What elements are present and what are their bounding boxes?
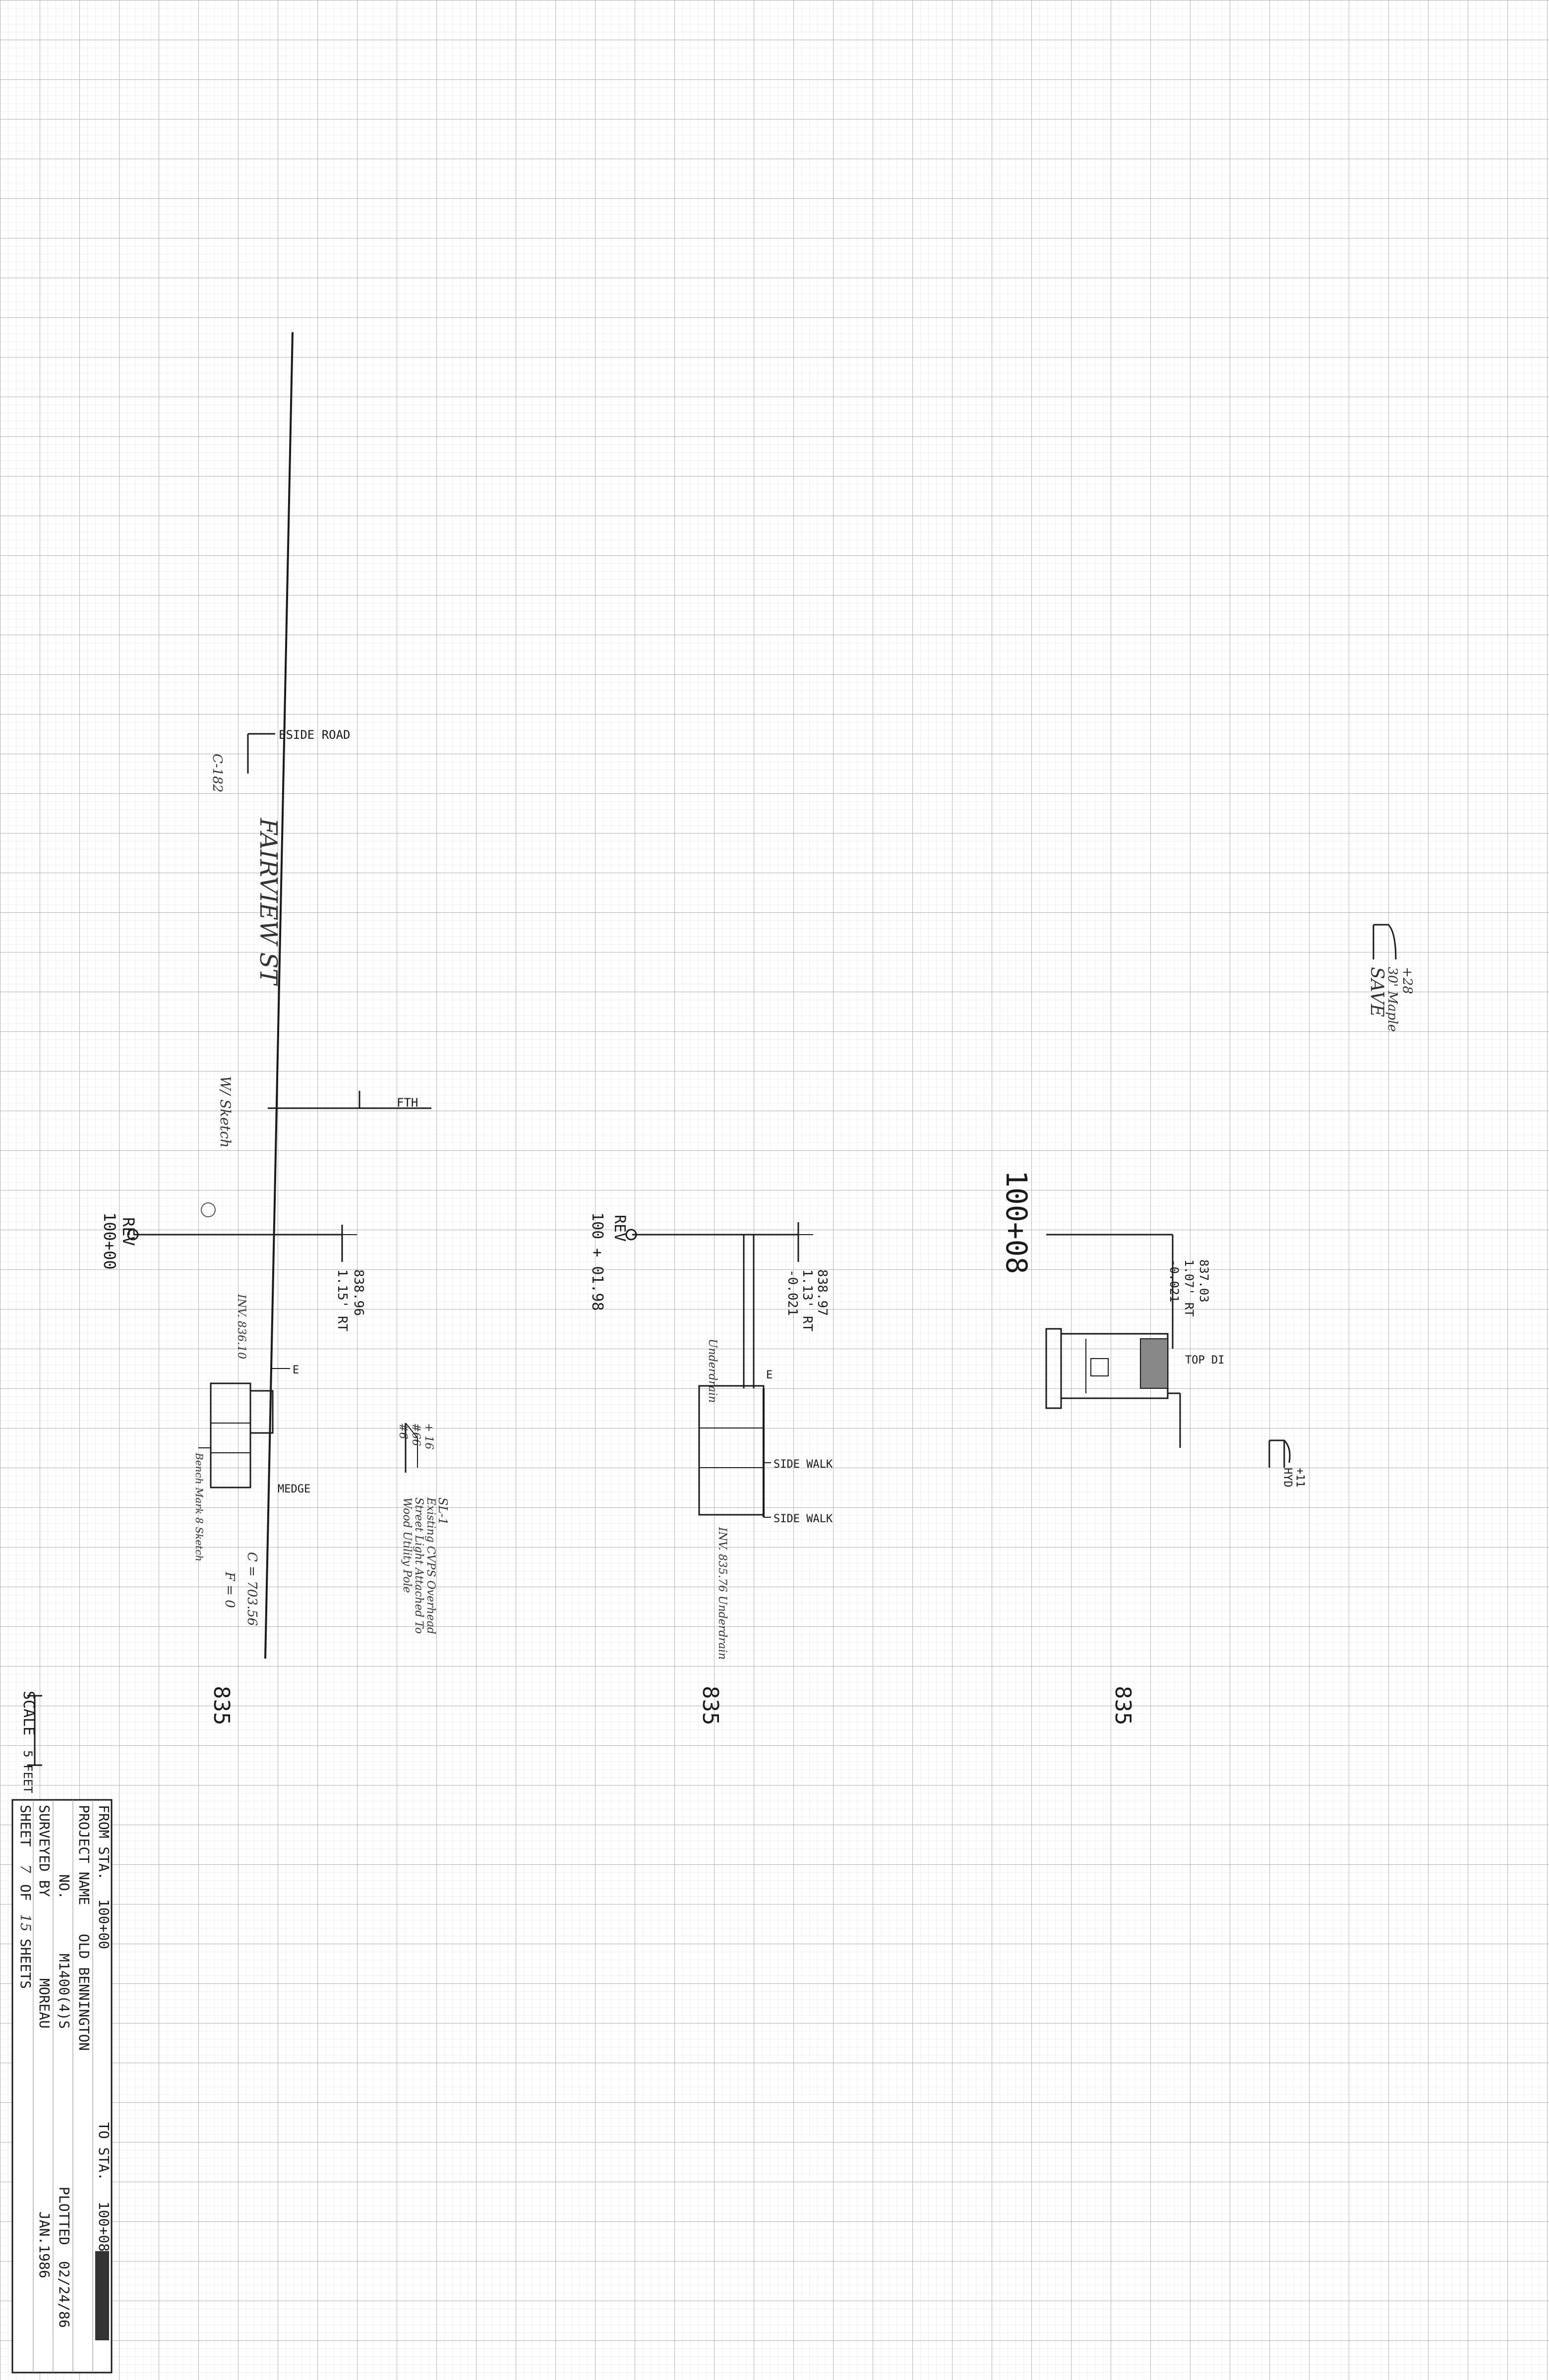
tb-date: JAN.1986 — [36, 2211, 53, 2278]
section-3-slope: -0.021 — [1167, 1259, 1181, 1303]
section-1-elevation: 838.96 — [351, 1269, 366, 1316]
tb-project-name-label: PROJECT NAME — [76, 1805, 92, 1905]
tree-note-3: SAVE — [1367, 967, 1387, 1017]
tb-to-val: 100+08 — [96, 2202, 112, 2252]
section-2-cl-mark — [625, 1229, 637, 1241]
section-2: REV 100 + 01.98 838.97 1.13' RT -0.021 E… — [589, 1212, 833, 1725]
section-1-contour: 835 — [209, 1686, 234, 1725]
sign-note-line-2: #66 — [410, 1423, 422, 1446]
section-3-hatch — [1140, 1338, 1168, 1389]
sign-note-line-1: + 16 — [422, 1423, 435, 1449]
section-1-hand-circle — [201, 1202, 216, 1217]
section-1-hand-note-6: F = 0 — [222, 1571, 237, 1608]
section-3-offset: 1.07' RT — [1182, 1259, 1196, 1317]
section-2-offset: 1.13' RT — [800, 1269, 815, 1332]
section-1-hand-note-3: INV. 836.10 — [235, 1294, 247, 1359]
section-3-inner-box — [1090, 1358, 1109, 1376]
section-3-top-label: TOP DI — [1185, 1354, 1224, 1367]
hydrant-note-2: HYD — [1281, 1468, 1294, 1488]
section-2-sidewalk-2: SIDE WALK — [774, 1513, 833, 1525]
section-1: REV 100+00 ESIDE ROAD FAIRVIEW ST C-182 … — [100, 332, 431, 1725]
title-block-frame — [11, 1799, 113, 2374]
section-2-slope: -0.021 — [785, 1269, 800, 1316]
section-1-hand-note-2: W/ Sketch — [217, 1076, 234, 1148]
scale-label: SCALE — [20, 1691, 37, 1735]
title-block: FROM STA. 100+00 TO STA. 100+08 PROJECT … — [11, 1799, 113, 2374]
sign-flag — [405, 1423, 418, 1468]
tb-plotted-date: 02/24/86 — [56, 2261, 72, 2328]
tb-surveyor: MOREAU — [36, 1978, 53, 2028]
tree-note-2: 30' Maple — [1385, 967, 1400, 1032]
section-3-station: 100+08 — [1000, 1170, 1033, 1274]
section-2-edge-label: E — [766, 1369, 773, 1381]
sign-note: + 16 #66 #6 SL-1 Existing CVPS Overhead … — [397, 1423, 450, 1634]
section-1-street-name: FAIRVIEW ST — [254, 818, 282, 986]
section-1-station: 100+00 — [100, 1212, 119, 1270]
tb-from-sta: FROM STA. — [96, 1805, 112, 1880]
section-1-hand-note-5: C = 703.56 — [244, 1552, 259, 1626]
scale-bar: SCALE 5 FEET — [20, 1691, 42, 1793]
sign-note-line-4: SL-1 — [436, 1497, 450, 1525]
section-2-station: 100 + 01.98 — [589, 1212, 606, 1311]
scale-unit: 5 FEET — [21, 1750, 35, 1793]
tb-sheets-label: SHEETS — [17, 1939, 34, 1989]
section-2-contour: 835 — [698, 1686, 723, 1725]
tb-of-label: OF — [17, 1884, 34, 1901]
tb-sheets-total: 15 — [17, 1914, 34, 1932]
section-2-sidewalk-1: SIDE WALK — [774, 1458, 833, 1471]
hydrant-symbol — [1269, 1439, 1291, 1463]
section-1-rev-label: REV — [119, 1217, 138, 1246]
section-1-fth-label: FTH — [397, 1096, 418, 1110]
section-2-elevation: 838.97 — [815, 1269, 830, 1316]
section-1-hand-note-4: Bench Mark 8 Sketch — [193, 1452, 205, 1561]
section-1-edge-label: E — [293, 1364, 299, 1376]
tb-to-sta: TO STA. — [96, 2122, 112, 2181]
tb-surveyed-label: SURVEYED BY — [36, 1805, 53, 1897]
sign-note-line-3: #6 — [397, 1423, 409, 1439]
section-1-offset: 1.15' RT — [335, 1269, 350, 1332]
sign-note-line-7: Wood Utility Pole — [401, 1497, 413, 1593]
plotted-highlight — [95, 2251, 109, 2340]
tb-from-val: 100+00 — [96, 1899, 112, 1949]
hydrant-note-1: +11 — [1294, 1468, 1306, 1488]
section-1-road-label: ESIDE ROAD — [279, 728, 351, 742]
section-1-medge-label: MEDGE — [278, 1483, 310, 1495]
tb-plotted-label: PLOTTED — [56, 2187, 72, 2245]
sign-note-line-5: Existing CVPS Overhead — [424, 1497, 437, 1634]
tree-symbol — [1373, 924, 1397, 960]
sign-note-line-6: Street Light Attached To — [413, 1497, 425, 1634]
section-1-drop-inlet — [210, 1382, 251, 1488]
section-2-rev-label: REV — [611, 1215, 628, 1242]
tb-project-name: OLD BENNINGTON — [76, 1934, 92, 2051]
tb-no-label: NO. — [56, 1874, 72, 1900]
section-1-ground-line — [264, 332, 294, 1659]
section-2-hand-note-2: Underdrain — [706, 1339, 718, 1403]
section-1-cl-mark — [127, 1229, 139, 1241]
section-3: 100+08 837.03 1.07' RT -0.021 TOP DI +28… — [1000, 924, 1415, 1725]
section-3-elevation: 837.03 — [1197, 1259, 1211, 1303]
section-3-contour: 835 — [1110, 1686, 1135, 1725]
section-1-hand-note-1: C-182 — [210, 754, 225, 792]
tb-sheet-num: 7 — [17, 1864, 34, 1873]
section-2-hand-note-1: INV. 835.76 Underdrain — [716, 1527, 728, 1660]
tree-note-1: +28 — [1400, 967, 1415, 994]
tb-project-no: M1400(4)S — [56, 1954, 72, 2029]
tb-sheet-label: SHEET — [17, 1805, 34, 1846]
